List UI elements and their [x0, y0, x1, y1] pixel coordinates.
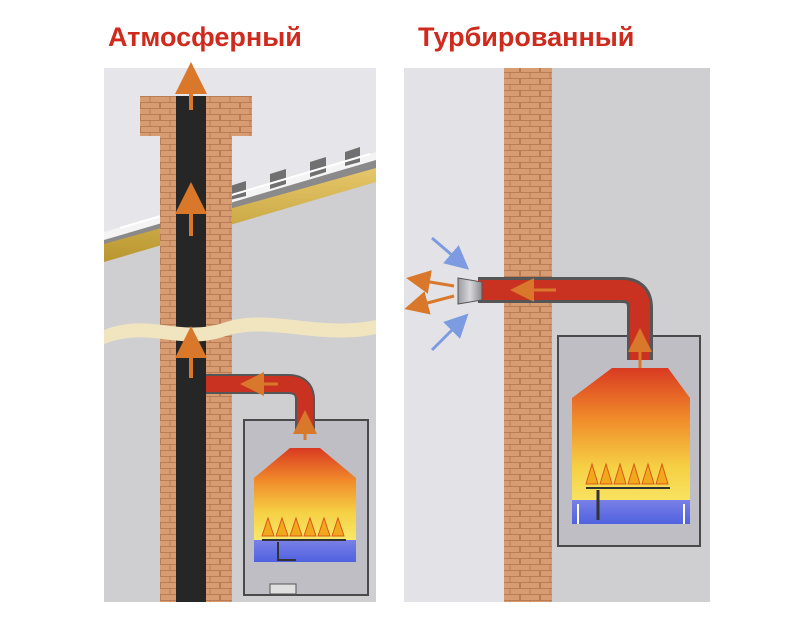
- gas-valve: [269, 583, 297, 595]
- turbocharged-burner-flames: [585, 462, 669, 485]
- outer-wall: [504, 68, 552, 602]
- air-intake-arrow: [430, 313, 469, 352]
- coaxial-terminal-cap: [457, 277, 483, 305]
- turbocharged-panel: [404, 68, 710, 602]
- gas-line: [277, 542, 296, 561]
- coaxial-pipe: [478, 280, 650, 360]
- atmospheric-burner-flames: [261, 516, 345, 537]
- turbocharged-title: Турбированный: [418, 22, 635, 52]
- outside-area: [404, 68, 504, 602]
- exhaust-out-arrow: [406, 270, 455, 294]
- exhaust-out-arrow: [404, 291, 455, 315]
- cool-water-zone: [254, 540, 356, 562]
- air-intake-arrow: [431, 236, 470, 270]
- cool-water-zone: [572, 500, 690, 524]
- atmospheric-title: Атмосферный: [108, 22, 302, 52]
- atmospheric-flue-pipe: [206, 376, 313, 432]
- ceiling-band: [104, 317, 376, 344]
- atmospheric-heat-chamber: [254, 448, 356, 540]
- atmospheric-panel: [104, 62, 376, 602]
